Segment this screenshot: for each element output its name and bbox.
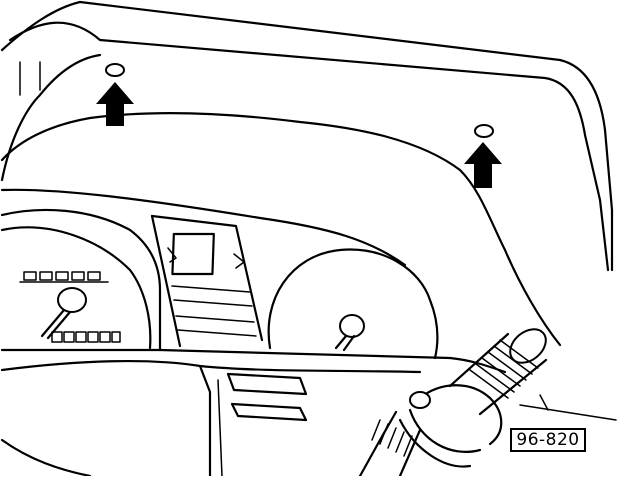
center-indicator-panel — [150, 214, 264, 348]
cluster-hood — [0, 111, 562, 347]
right-screw-arrow — [464, 124, 502, 188]
steering-shaft — [358, 328, 548, 478]
windshield-frame — [0, 0, 614, 272]
right-gauge — [267, 248, 439, 360]
figure-reference-label: 96-820 — [510, 428, 586, 452]
left-screw-arrow — [96, 63, 134, 126]
lower-dash — [0, 359, 617, 478]
left-gauge — [0, 226, 152, 350]
